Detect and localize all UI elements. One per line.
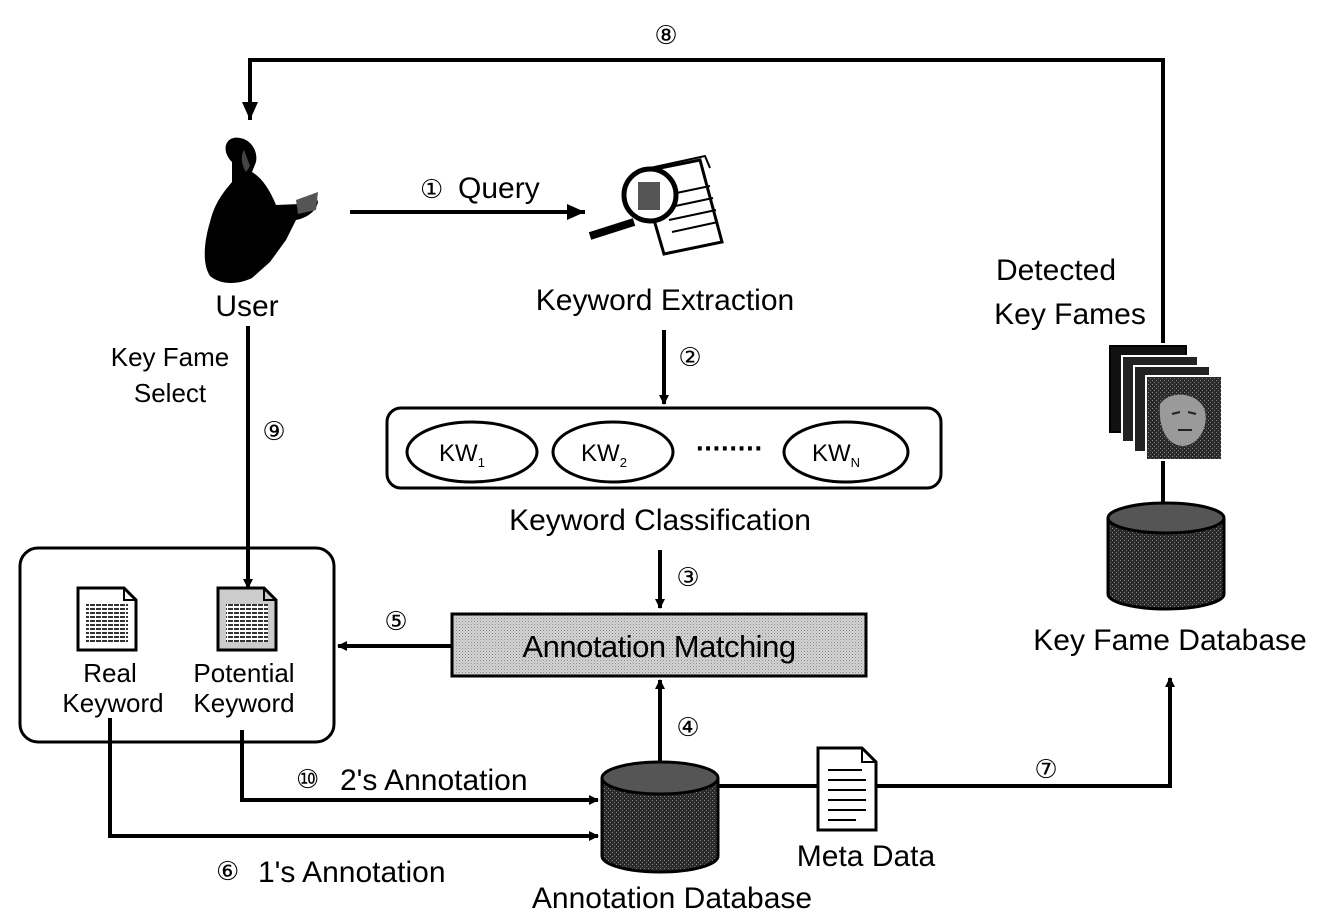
- arrow-8-detected-to-user: [242, 58, 1165, 343]
- first-annotation-label: 1's Annotation: [258, 856, 446, 889]
- keyword-1-ellipse: KW1: [405, 420, 539, 484]
- step-7-number: ⑦: [1034, 755, 1057, 785]
- film-frames-icon: [1109, 345, 1223, 461]
- real-keyword-document-icon: [76, 586, 138, 652]
- real-keyword-label-2: Keyword: [62, 688, 163, 718]
- step-9-number: ⑨: [262, 417, 285, 447]
- potential-keyword-label-1: Potential: [193, 658, 294, 688]
- step-5-number: ⑤: [384, 607, 407, 637]
- annotation-database-label: Annotation Database: [532, 882, 812, 914]
- svg-text:KW2: KW2: [581, 440, 627, 470]
- step-2-number: ②: [678, 343, 701, 373]
- key-frame-database-label: Key Fame Database: [1033, 624, 1306, 657]
- step-1-number: ①: [420, 175, 443, 205]
- keyword-2-ellipse: KW2: [551, 420, 675, 484]
- query-label: Query: [458, 172, 540, 205]
- arrow-6: [108, 718, 599, 841]
- key-frame-select-label-2: Select: [134, 378, 207, 408]
- keyword-n-label: KW: [812, 440, 851, 467]
- keyword-ellipsis: ········: [696, 437, 763, 462]
- arrow-10: [240, 730, 599, 805]
- svg-text:KWN: KWN: [812, 440, 860, 470]
- detected-key-frames-label-2: Key Fames: [994, 298, 1146, 331]
- step-3-number: ③: [676, 563, 699, 593]
- keyword-1-subscript: 1: [478, 455, 485, 470]
- arrow-7: [718, 677, 1175, 788]
- keyword-2-label: KW: [581, 440, 620, 467]
- step-8-number: ⑧: [654, 21, 677, 51]
- real-keyword-label-1: Real: [83, 658, 136, 688]
- keyword-extraction-label: Keyword Extraction: [536, 284, 794, 317]
- keyword-2-subscript: 2: [620, 455, 627, 470]
- key-frame-database-icon: [1106, 501, 1226, 611]
- annotation-database-icon: [600, 760, 720, 874]
- detected-key-frames-label-1: Detected: [996, 254, 1116, 287]
- key-frame-select-label-1: Key Fame: [111, 342, 230, 372]
- user-label: User: [215, 290, 278, 323]
- meta-data-label: Meta Data: [797, 840, 936, 873]
- keyword-1-label: KW: [439, 440, 478, 467]
- step-10-number: ⑩: [296, 765, 319, 795]
- magnifier-document-icon: [588, 154, 724, 256]
- meta-data-document-icon: [816, 746, 878, 832]
- svg-text:KW1: KW1: [439, 440, 485, 470]
- step-6-number: ⑥: [216, 857, 239, 887]
- user-icon: [204, 137, 318, 283]
- keyword-classification-label: Keyword Classification: [509, 504, 811, 537]
- potential-keyword-label-2: Keyword: [193, 688, 294, 718]
- keyword-n-subscript: N: [851, 455, 860, 470]
- annotation-matching-label: Annotation Matching: [522, 629, 795, 664]
- step-4-number: ④: [676, 713, 699, 743]
- potential-keyword-document-icon: [216, 586, 278, 652]
- annotation-matching-box: [450, 612, 868, 678]
- keyword-n-ellipse: KWN: [782, 420, 910, 484]
- second-annotation-label: 2's Annotation: [340, 764, 528, 797]
